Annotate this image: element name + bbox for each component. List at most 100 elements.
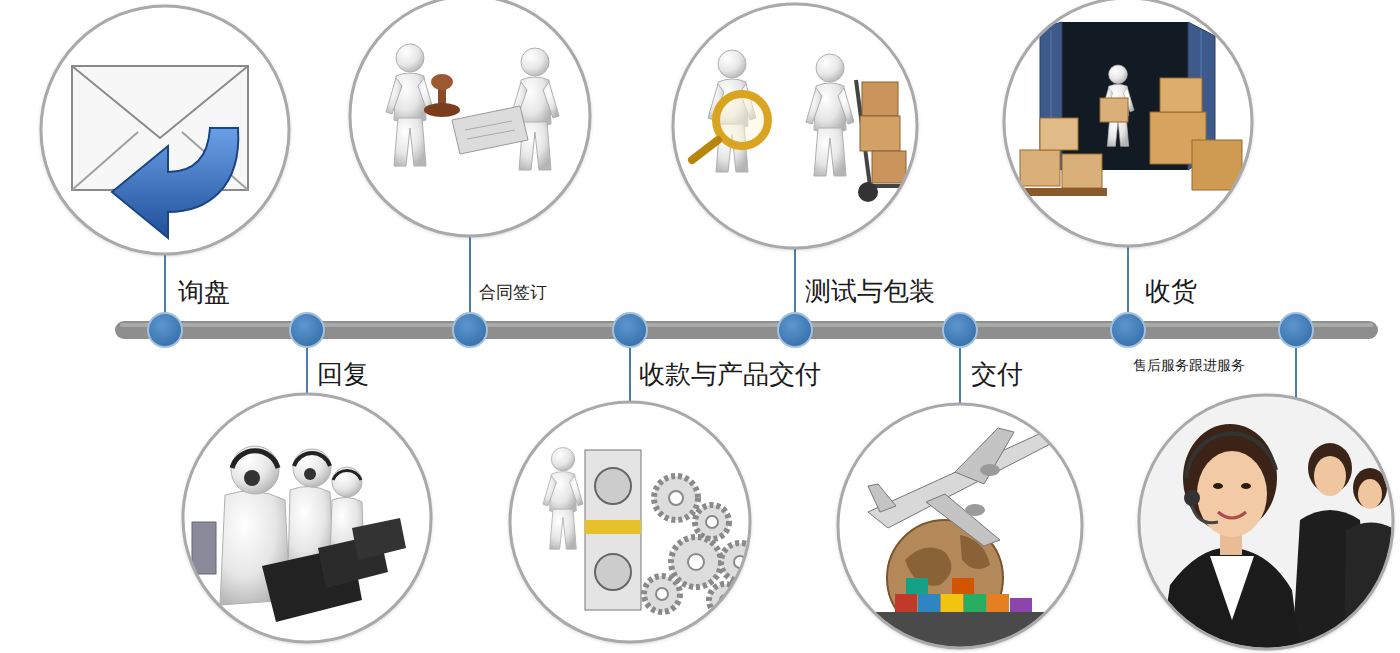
envelope-icon — [72, 66, 248, 238]
timeline-segment — [813, 321, 942, 339]
stem-line — [629, 348, 631, 402]
transport-scene — [926, 494, 1000, 546]
step-label-text: 售后服务跟进服务 — [1133, 357, 1245, 374]
contract-figures — [431, 74, 453, 90]
envelope-icon — [112, 128, 238, 238]
timeline-segment-highlight — [1146, 323, 1278, 327]
timeline-segment — [183, 321, 289, 339]
service-agents — [1192, 506, 1218, 523]
machine-gears — [709, 584, 741, 616]
timeline-dot: 测试与包装 — [777, 312, 813, 348]
testing-figures — [692, 140, 718, 160]
testing-figures — [862, 82, 898, 116]
transport-scene — [965, 504, 985, 516]
contract-figures — [386, 44, 559, 170]
testing-figures — [692, 50, 906, 202]
contract-figures — [424, 103, 460, 117]
transport-scene — [868, 428, 1060, 652]
timeline-segment — [978, 321, 1110, 339]
picture-circle — [350, 0, 590, 236]
stem-line — [1295, 348, 1297, 400]
step-label: 合同签订 — [479, 282, 547, 302]
picture-circle — [510, 402, 750, 642]
timeline-segment — [1146, 321, 1278, 339]
picture-circle-ring — [1004, 0, 1252, 246]
picture-circle — [41, 6, 289, 254]
stem-line — [165, 236, 1296, 404]
transport-scene — [868, 484, 896, 512]
machine-gears — [671, 537, 721, 587]
picture-circle-ring — [673, 4, 917, 248]
support-figures — [294, 453, 330, 466]
step-label: 测试与包装 — [805, 276, 935, 307]
picture-circle — [1004, 0, 1252, 246]
machine-gears — [688, 554, 704, 570]
stem-line — [1127, 246, 1129, 312]
timeline-segment — [488, 321, 612, 339]
step-label-text: 交付 — [971, 359, 1023, 390]
service-agents — [1353, 468, 1387, 508]
service-agents — [1213, 483, 1223, 489]
contract-figures — [386, 44, 434, 166]
machine-gears — [656, 588, 668, 600]
service-agents — [1136, 392, 1400, 653]
picture-circle — [838, 404, 1082, 648]
stem-line — [164, 254, 166, 312]
step-label: 收货 — [1145, 276, 1197, 307]
machine-gears — [595, 554, 631, 590]
picture-circle — [673, 4, 917, 248]
step-label-text: 回复 — [317, 359, 369, 390]
machine-gears — [585, 520, 641, 534]
timeline-dot: 售后服务跟进服务 — [1278, 312, 1314, 348]
machine-gears — [644, 476, 759, 616]
machine-gears — [543, 448, 583, 550]
timeline-segment-highlight — [813, 323, 942, 327]
timeline-dot: 收款与产品交付 — [612, 312, 648, 348]
picture-circle-ring — [838, 404, 1082, 648]
step-label-text: 收货 — [1145, 276, 1197, 307]
transport-scene — [918, 594, 940, 612]
timeline-segment-highlight — [488, 323, 612, 327]
service-agents — [1186, 434, 1276, 478]
picture-circle-ring — [41, 6, 289, 254]
machine-gears — [585, 450, 641, 610]
testing-figures — [806, 54, 854, 176]
step-label: 询盘 — [178, 277, 230, 308]
machine-gears — [706, 516, 718, 528]
step-label-text: 询盘 — [178, 277, 230, 308]
testing-figures — [872, 151, 906, 183]
picture-circle-ring — [510, 402, 750, 642]
step-label-text: 测试与包装 — [805, 276, 935, 307]
transport-scene — [941, 594, 963, 612]
machine-gears — [721, 543, 759, 581]
machine-gears — [695, 505, 729, 539]
container-scene — [1020, 150, 1060, 186]
support-figures — [332, 467, 362, 497]
transport-scene — [955, 428, 1014, 484]
container-scene — [1040, 118, 1078, 150]
picture-circle-ring — [183, 394, 431, 642]
step-label: 收款与产品交付 — [639, 359, 821, 390]
picture-circle-ring — [1139, 395, 1393, 649]
timeline-dot: 回复 — [289, 312, 325, 348]
timeline-dot: 询盘 — [147, 312, 183, 348]
machine-gears — [654, 476, 698, 520]
step-label-text: 收款与产品交付 — [639, 359, 821, 390]
support-figures — [232, 451, 278, 468]
service-agents — [1358, 479, 1382, 509]
container-scene — [1192, 140, 1242, 190]
support-figures — [192, 446, 406, 622]
machine-gears — [669, 491, 683, 505]
transport-scene — [906, 578, 928, 594]
machine-gears — [595, 468, 631, 504]
support-figures — [352, 518, 406, 560]
stem-line — [794, 248, 796, 312]
service-agents — [1241, 483, 1251, 489]
support-figures — [304, 468, 316, 480]
testing-figures — [716, 94, 768, 146]
service-agents — [1160, 548, 1300, 653]
machine-gears — [656, 491, 746, 605]
contract-figures — [465, 121, 512, 130]
